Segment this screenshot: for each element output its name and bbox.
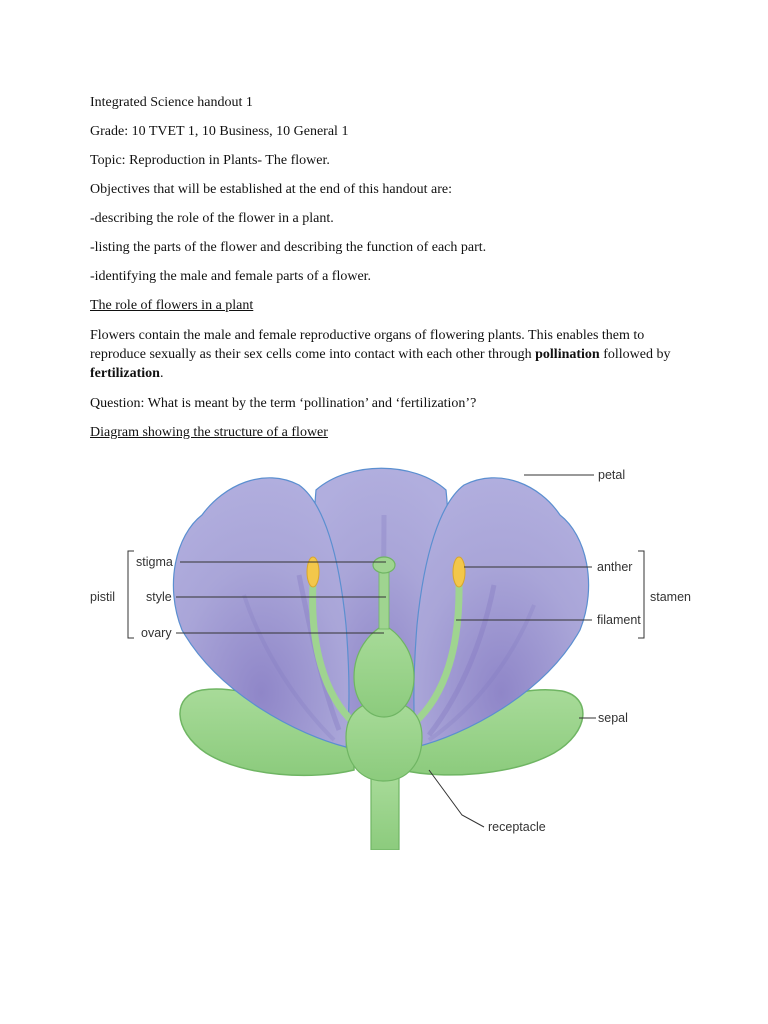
anther-right <box>452 556 466 588</box>
filament-right <box>410 579 463 727</box>
role-paragraph: Flowers contain the male and female repr… <box>90 326 680 383</box>
role-text-3: . <box>159 366 164 381</box>
stem <box>370 774 400 850</box>
label-pistil: pistil <box>90 590 115 604</box>
label-filament: filament <box>597 613 641 627</box>
role-text-2: followed by <box>599 347 671 362</box>
handout-title: Integrated Science handout 1 <box>90 95 253 110</box>
label-anther: anther <box>597 560 632 574</box>
term-fertilization: fertilization <box>90 366 160 381</box>
role-heading: The role of flowers in a plant <box>90 298 254 313</box>
petal-right <box>413 477 590 748</box>
role-text-1: Flowers contain the male and female repr… <box>90 328 645 362</box>
ovary <box>353 624 415 718</box>
term-pollination: pollination <box>535 347 600 362</box>
diagram-heading: Diagram showing the structure of a flowe… <box>90 425 328 440</box>
label-petal: petal <box>598 468 625 482</box>
label-stigma: stigma <box>136 555 173 569</box>
anther-left <box>306 556 320 588</box>
label-receptacle: receptacle <box>488 820 546 834</box>
style <box>378 566 390 630</box>
label-stamen: stamen <box>650 590 691 604</box>
stigma <box>372 556 396 574</box>
objective-item: -identifying the male and female parts o… <box>90 269 372 284</box>
objectives-intro: Objectives that will be established at t… <box>90 182 452 197</box>
label-ovary: ovary <box>141 626 172 640</box>
handout-page: Integrated Science handout 1 Grade: 10 T… <box>90 94 690 453</box>
question-line: Question: What is meant by the term ‘pol… <box>90 396 477 411</box>
filament-left <box>309 579 358 727</box>
label-style: style <box>146 590 172 604</box>
grade-line: Grade: 10 TVET 1, 10 Business, 10 Genera… <box>90 124 349 139</box>
objective-item: -describing the role of the flower in a … <box>90 211 334 226</box>
topic-line: Topic: Reproduction in Plants- The flowe… <box>90 153 330 168</box>
objective-item: -listing the parts of the flower and des… <box>90 240 487 255</box>
flower-diagram: petal stigma style ovary pistil anther f… <box>84 455 704 850</box>
petal-left <box>172 477 350 748</box>
label-sepal: sepal <box>598 711 628 725</box>
